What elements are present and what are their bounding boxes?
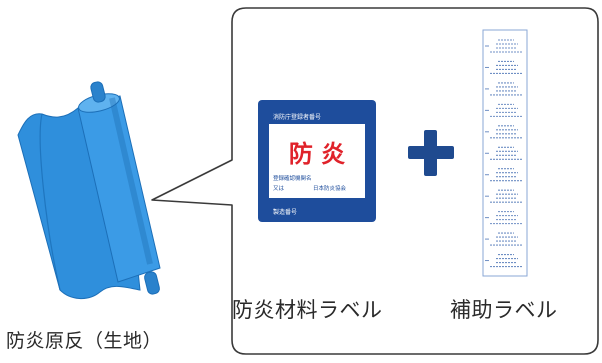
aux-label-row [485,60,522,75]
aux-label-row [485,146,522,160]
aux-label-row [485,39,522,53]
aux-label-row [485,168,522,182]
axle-top [90,81,106,103]
aux-label-row [485,125,522,139]
auxiliary-label-rows [485,39,522,268]
aux-label-row [485,189,522,203]
flame-label-row2-left: 又は [273,185,285,192]
auxiliary-label-strip [482,29,528,277]
flame-label-row1: 登録確認機関名 [273,174,312,182]
flame-label-row2-right: 日本防炎協会 [313,184,347,192]
axle-bottom [144,271,160,295]
aux-label-row [485,211,522,225]
fabric-caption: 防炎原反（生地） [6,330,163,352]
flame-label: 消防庁登録者番号 防 炎 登録確認機関名 又は 日本防炎協会 製造番号 [258,100,376,222]
flame-label-inner [269,124,365,198]
fabric-roll-icon [17,81,161,299]
flame-label-serial: 製造番号 [273,208,297,216]
aux-label-row [485,103,522,117]
aux-label-row [485,82,522,96]
fabric-fold [39,113,61,291]
flame-label-header: 消防庁登録者番号 [273,113,321,121]
aux-strip-frame [482,29,528,277]
main-label-caption: 防炎材料ラベル [232,298,383,322]
plus-icon [408,130,454,176]
auxiliary-label-caption: 補助ラベル [450,298,558,322]
aux-label-row [485,232,522,246]
roll-shade [109,97,153,265]
aux-label-row [485,253,522,268]
flame-mark: 防 炎 [289,140,345,168]
